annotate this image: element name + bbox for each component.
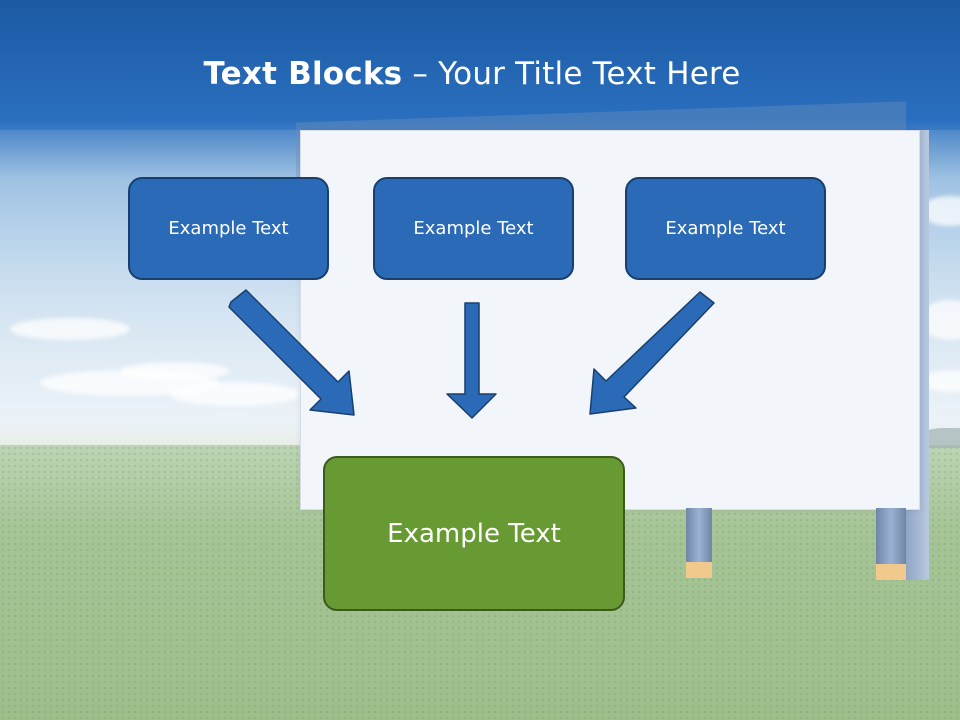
text-block-2[interactable]: Example Text bbox=[373, 177, 574, 280]
cloud bbox=[10, 318, 130, 340]
title-bold: Text Blocks bbox=[203, 56, 403, 92]
cloud bbox=[120, 362, 230, 380]
result-block-label: Example Text bbox=[387, 518, 561, 549]
text-block-2-label: Example Text bbox=[413, 218, 534, 239]
text-block-1-label: Example Text bbox=[168, 218, 289, 239]
arrow-left bbox=[228, 289, 355, 416]
distant-hill bbox=[920, 428, 960, 448]
text-block-1[interactable]: Example Text bbox=[128, 177, 329, 280]
slide-title[interactable]: Text Blocks – Your Title Text Here bbox=[0, 56, 944, 92]
billboard-leg bbox=[686, 508, 712, 578]
title-text: Your Title Text Here bbox=[438, 56, 741, 92]
cloud bbox=[920, 370, 960, 392]
text-block-3-label: Example Text bbox=[665, 218, 786, 239]
title-separator: – bbox=[412, 56, 429, 92]
billboard-leg bbox=[876, 508, 906, 580]
result-block[interactable]: Example Text bbox=[323, 456, 625, 611]
arrow-center bbox=[446, 302, 497, 419]
cloud bbox=[170, 382, 300, 406]
arrow-right bbox=[589, 291, 715, 415]
text-block-3[interactable]: Example Text bbox=[625, 177, 826, 280]
